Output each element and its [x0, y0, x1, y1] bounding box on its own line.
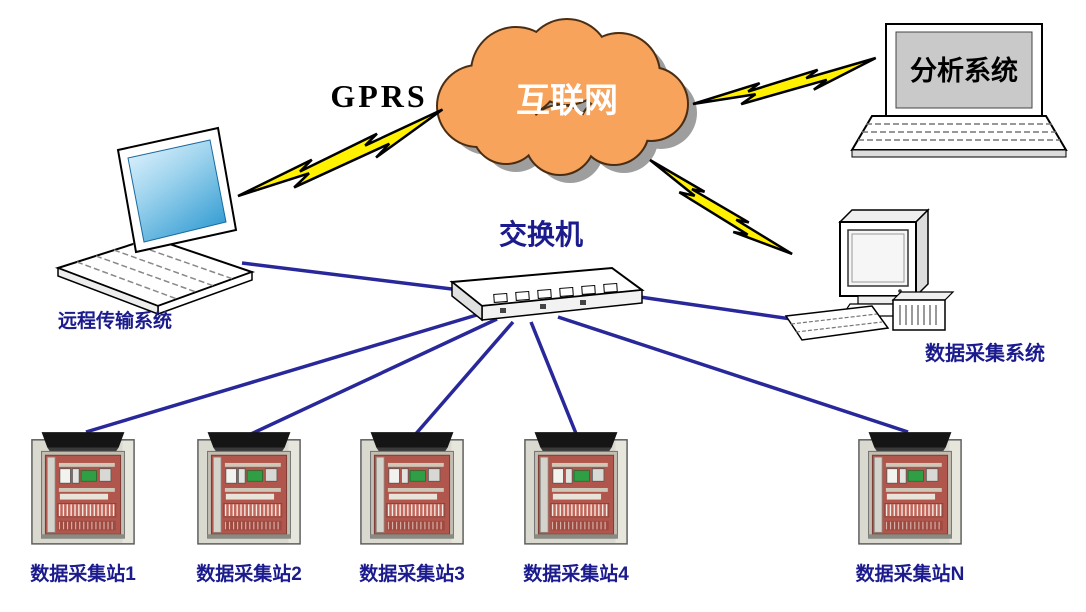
- cabinet-station-4: [525, 432, 627, 544]
- monitor-screen: [847, 229, 909, 287]
- gprs-label: GPRS: [330, 78, 427, 114]
- switch-label: 交换机: [499, 218, 583, 250]
- connection-lines: [85, 261, 909, 438]
- remote-system-label: 远程传输系统: [58, 309, 172, 332]
- analysis-keyboard: [850, 115, 1068, 151]
- line-switch-station4: [529, 321, 579, 437]
- label-layer: 交换机 远程传输系统 数据采集系统 数据采集站1 数据采集站2 数据采集站3 数…: [30, 218, 1045, 585]
- cabinet-station-N: [859, 432, 961, 544]
- analysis-screen: [895, 31, 1033, 109]
- analysis-laptop: 分析系统: [850, 23, 1068, 158]
- desktop-keyboard-keys: [790, 313, 883, 333]
- line-switch-station2: [250, 317, 498, 436]
- monitor-screen-inner: [851, 233, 905, 283]
- station-label-N: 数据采集站N: [856, 562, 965, 585]
- switch-left-face: [451, 280, 483, 322]
- cabinet-station-3: [361, 432, 463, 544]
- laptop-left-lip: [57, 266, 159, 316]
- station-label-4: 数据采集站4: [523, 562, 629, 585]
- switch-ports: [493, 282, 618, 303]
- line-switch-stationN: [557, 315, 909, 434]
- station-label-2: 数据采集站2: [196, 562, 302, 585]
- monitor-side-face: [915, 208, 929, 298]
- analysis-system-label: 分析系统: [910, 55, 1018, 86]
- cabinet-station-1: [32, 432, 134, 544]
- line-switch-station1: [85, 312, 481, 434]
- line-switch-acquisition: [639, 295, 813, 324]
- line-switch-station3: [412, 320, 515, 438]
- lightning-bolt-laptop-cloud: [229, 110, 451, 198]
- cabinet-station-2: [198, 432, 300, 544]
- remote-laptop: [54, 126, 256, 316]
- case-top-face: [891, 291, 955, 301]
- analysis-keyboard-keys: [858, 123, 1060, 141]
- station-label-1: 数据采集站1: [30, 562, 136, 585]
- laptop-screen: [127, 139, 227, 243]
- monitor-neck: [857, 295, 899, 305]
- switch-front-leds: [500, 300, 586, 313]
- line-laptop-switch: [241, 261, 469, 293]
- lightning-bolts: [229, 58, 877, 281]
- acquisition-desktop: [784, 208, 955, 341]
- lightning-bolt-cloud-acquisition: [649, 134, 792, 280]
- station-label-3: 数据采集站3: [359, 562, 465, 585]
- monitor-top-face: [838, 209, 930, 223]
- lightning-bolt-cloud-analysis: [692, 58, 877, 105]
- desktop-keyboard: [784, 305, 890, 341]
- acquisition-system-label: 数据采集系统: [925, 341, 1045, 365]
- internet-cloud: 互联网: [436, 18, 689, 176]
- network-switch: [449, 266, 645, 322]
- internet-label: 互联网: [516, 82, 618, 120]
- analysis-front-lip: [851, 149, 1067, 158]
